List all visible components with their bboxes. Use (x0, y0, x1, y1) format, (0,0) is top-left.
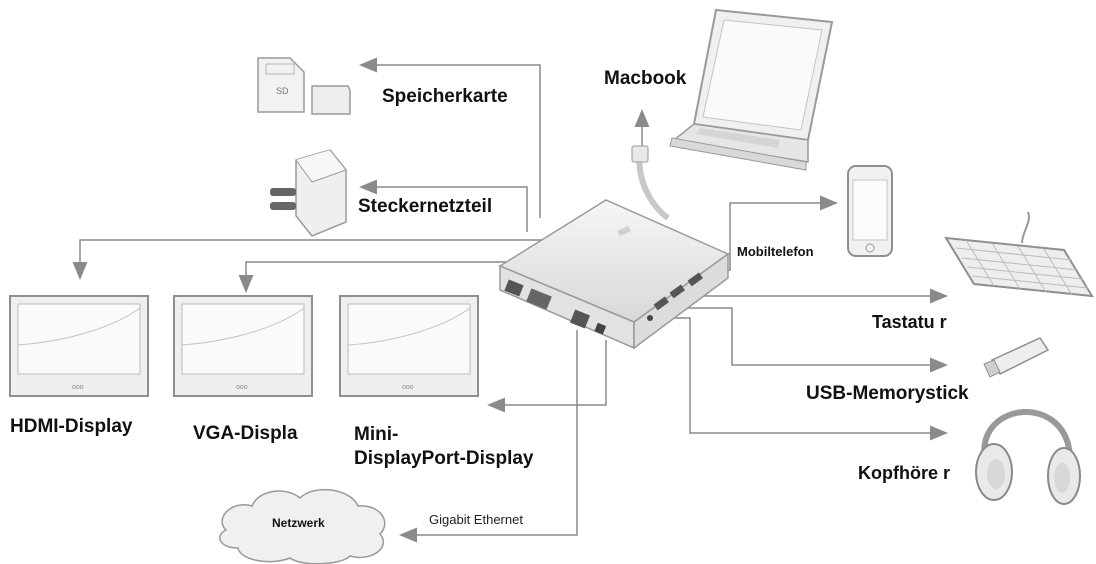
svg-text:SD: SD (276, 86, 289, 96)
svg-text:ooo: ooo (236, 384, 248, 391)
label-minidp-line1: Mini- (354, 424, 399, 445)
line-headphones (660, 317, 948, 441)
label-headphones: Kopfhöre r (858, 463, 950, 483)
label-hdmi-display: HDMI-Display (10, 416, 133, 437)
line-network (399, 330, 578, 543)
power-adapter-icon (270, 149, 347, 237)
phone-icon (847, 165, 893, 257)
label-power-adapter: Steckernetzteil (358, 196, 493, 217)
svg-text:ooo: ooo (402, 384, 414, 391)
label-mobile-phone: Mobiltelefon (737, 244, 814, 259)
line-memory-card (359, 57, 541, 218)
laptop-icon (669, 8, 834, 171)
svg-text:ooo: ooo (72, 384, 84, 391)
label-vga-display: VGA-Displa (193, 423, 298, 444)
monitor-icon-minidp: ooo (339, 295, 479, 397)
line-vga (238, 261, 548, 293)
label-memory-card: Speicherkarte (382, 86, 508, 107)
label-usb-stick: USB-Memorystick (806, 383, 969, 404)
label-network: Netzwerk (272, 516, 325, 530)
label-minidp-line2: DisplayPort-Display (354, 448, 534, 469)
line-hdmi (72, 239, 545, 280)
dock-icon (498, 199, 730, 350)
monitor-icon-vga: ooo (173, 295, 313, 397)
label-macbook: Macbook (604, 68, 687, 89)
line-power-adapter (359, 179, 528, 232)
headphones-icon (975, 409, 1081, 505)
keyboard-icon (944, 211, 1094, 298)
line-usb (685, 307, 948, 373)
usb-stick-icon (983, 337, 1050, 378)
label-gigabit-ethernet: Gigabit Ethernet (429, 512, 523, 527)
line-minidp (487, 340, 607, 413)
cloud-icon (219, 488, 386, 564)
label-keyboard: Tastatu r (872, 312, 947, 332)
monitor-icon-hdmi: ooo (9, 295, 149, 397)
memory-card-icon: SD (257, 57, 351, 115)
usb-c-plug (631, 145, 649, 163)
